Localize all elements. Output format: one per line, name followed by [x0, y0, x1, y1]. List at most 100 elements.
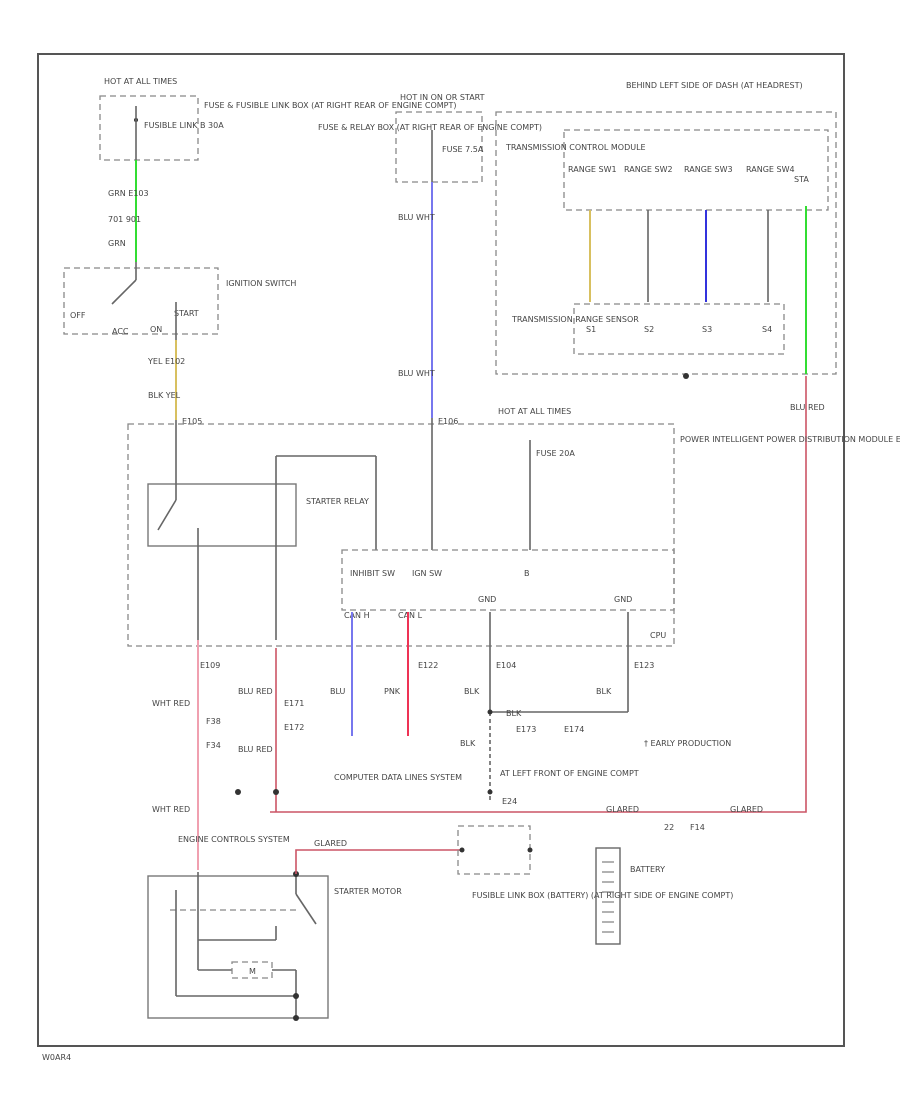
label-grn-e103: GRN E103: [108, 189, 149, 198]
label-pnk: PNK: [384, 687, 401, 696]
splice-node: [273, 789, 279, 795]
fusible-link-node-2: [527, 847, 533, 853]
label-blk-4: BLK: [460, 739, 476, 748]
label-hot-at-all-times-1: HOT AT ALL TIMES: [104, 77, 177, 86]
cpu-box: [341, 549, 675, 611]
label-range3: RANGE SW3: [684, 165, 733, 174]
ipdm-box: [127, 423, 675, 647]
label-inhibit-sw: INHIBIT SW: [350, 569, 395, 578]
motor-node: [293, 993, 299, 999]
ground-splice: [487, 709, 493, 715]
label-ignition-switch: IGNITION SWITCH: [226, 279, 296, 288]
label-wht-red-1: WHT RED: [152, 699, 190, 708]
starter-motor-box: [147, 875, 329, 1019]
label-gnd-2: GND: [614, 595, 632, 604]
label-glared-3: GLARED: [314, 839, 347, 848]
fusible-link-box-battery: [457, 825, 531, 875]
label-starter-relay: STARTER RELAY: [306, 497, 369, 506]
label-battery: BATTERY: [630, 865, 665, 874]
label-b: B: [524, 569, 530, 578]
label-sta: STA: [794, 175, 809, 184]
ground-node-trs: [683, 373, 689, 379]
label-starter-motor: STARTER MOTOR: [334, 887, 402, 896]
label-start: START: [174, 309, 199, 318]
wire-battery-red: [295, 849, 462, 874]
label-yel-e102: YEL E102: [147, 357, 185, 366]
ignition-switch-box: [63, 267, 219, 335]
starter-relay-box: [147, 483, 297, 547]
label-blk-3: BLK: [506, 709, 522, 718]
label-e105: E105: [182, 417, 202, 426]
label-cpu: CPU: [650, 631, 666, 640]
label-can-l: CAN L: [398, 611, 423, 620]
label-fuse-relay-box: FUSE & RELAY BOX (AT RIGHT REAR OF ENGIN…: [318, 123, 542, 132]
wire-sta-red: [270, 376, 807, 813]
fusible-link-node: [459, 847, 465, 853]
label-e172: E172: [284, 723, 304, 732]
label-e123-pin: E123: [634, 661, 654, 670]
label-behind-left: BEHIND LEFT SIDE OF DASH (AT HEADREST): [626, 81, 803, 90]
label-range2: RANGE SW2: [624, 165, 673, 174]
label-e104-pin: E104: [496, 661, 516, 670]
label-acc: ACC: [112, 327, 129, 336]
label-ign-sw: IGN SW: [412, 569, 442, 578]
label-range1: RANGE SW1: [568, 165, 617, 174]
label-on: ON: [150, 325, 162, 334]
tcm-outer-box: [495, 111, 837, 375]
label-e24: E24: [502, 797, 517, 806]
label-fusible-link-1: FUSIBLE LINK B 30A: [144, 121, 224, 130]
label-f34: F34: [206, 741, 221, 750]
label-hot-at-all-times-2: HOT AT ALL TIMES: [498, 407, 571, 416]
label-gnd-1: GND: [478, 595, 496, 604]
label-701-901: 701 901: [108, 215, 141, 224]
label-fusible-link-box: FUSIBLE LINK BOX (BATTERY) (AT RIGHT SID…: [472, 891, 733, 900]
battery-body: [595, 847, 621, 945]
label-range4: RANGE SW4: [746, 165, 795, 174]
label-e109-pin: E109: [200, 661, 220, 670]
label-e122-pin: E122: [418, 661, 438, 670]
diagram-frame: [37, 53, 845, 1047]
label-blu-red-3: BLU RED: [238, 745, 273, 754]
motor-ground: [293, 1015, 299, 1021]
label-tcm: TRANSMISSION CONTROL MODULE: [505, 143, 646, 152]
label-blk-2: BLK: [596, 687, 612, 696]
ground-point: [487, 789, 493, 795]
label-ipdm: POWER INTELLIGENT POWER DISTRIBUTION MOD…: [680, 435, 900, 444]
label-computer-data: COMPUTER DATA LINES SYSTEM: [334, 773, 462, 782]
label-blu-red-2: BLU RED: [238, 687, 273, 696]
label-blu-wht-2: BLU WHT: [398, 369, 435, 378]
label-s3: S3: [702, 325, 712, 334]
label-glared: GLARED: [606, 805, 639, 814]
label-m: M: [249, 967, 256, 976]
label-e106: E106: [438, 417, 458, 426]
label-grn-2: GRN: [108, 239, 126, 248]
label-fuse-20a: FUSE 20A: [536, 449, 575, 458]
tcm-inner-box: [563, 129, 829, 211]
fusible-link-box-top: [99, 95, 199, 161]
label-fuse-7: FUSE 7.5A: [442, 145, 484, 154]
label-e174: E174: [564, 725, 584, 734]
motor-m-box: [231, 961, 273, 979]
label-blk-yel: BLK YEL: [148, 391, 181, 400]
label-e173: E173: [516, 725, 536, 734]
label-trs: TRANSMISSION RANGE SENSOR: [511, 315, 639, 324]
label-s1: S1: [586, 325, 596, 334]
label-blu-red-1: BLU RED: [790, 403, 825, 412]
label-s2: S2: [644, 325, 654, 334]
label-fuse-link-box: FUSE & FUSIBLE LINK BOX (AT RIGHT REAR O…: [204, 101, 457, 110]
label-left-front: AT LEFT FRONT OF ENGINE COMPT: [500, 769, 639, 778]
label-blk-1: BLK: [464, 687, 480, 696]
fuse-relay-box: [395, 111, 483, 183]
label-wht-red-2: WHT RED: [152, 805, 190, 814]
label-blu-wht-1: BLU WHT: [398, 213, 435, 222]
label-can-h: CAN H: [344, 611, 370, 620]
label-e171: E171: [284, 699, 304, 708]
battery-cells: [602, 861, 614, 933]
label-blu-c: BLU: [330, 687, 346, 696]
label-hot-in-on: HOT IN ON OR START: [400, 93, 485, 102]
splice-blk-red: [235, 789, 241, 795]
trs-box: [573, 303, 785, 355]
label-glared-2: GLARED: [730, 805, 763, 814]
label-engine-controls: ENGINE CONTROLS SYSTEM: [178, 835, 290, 844]
